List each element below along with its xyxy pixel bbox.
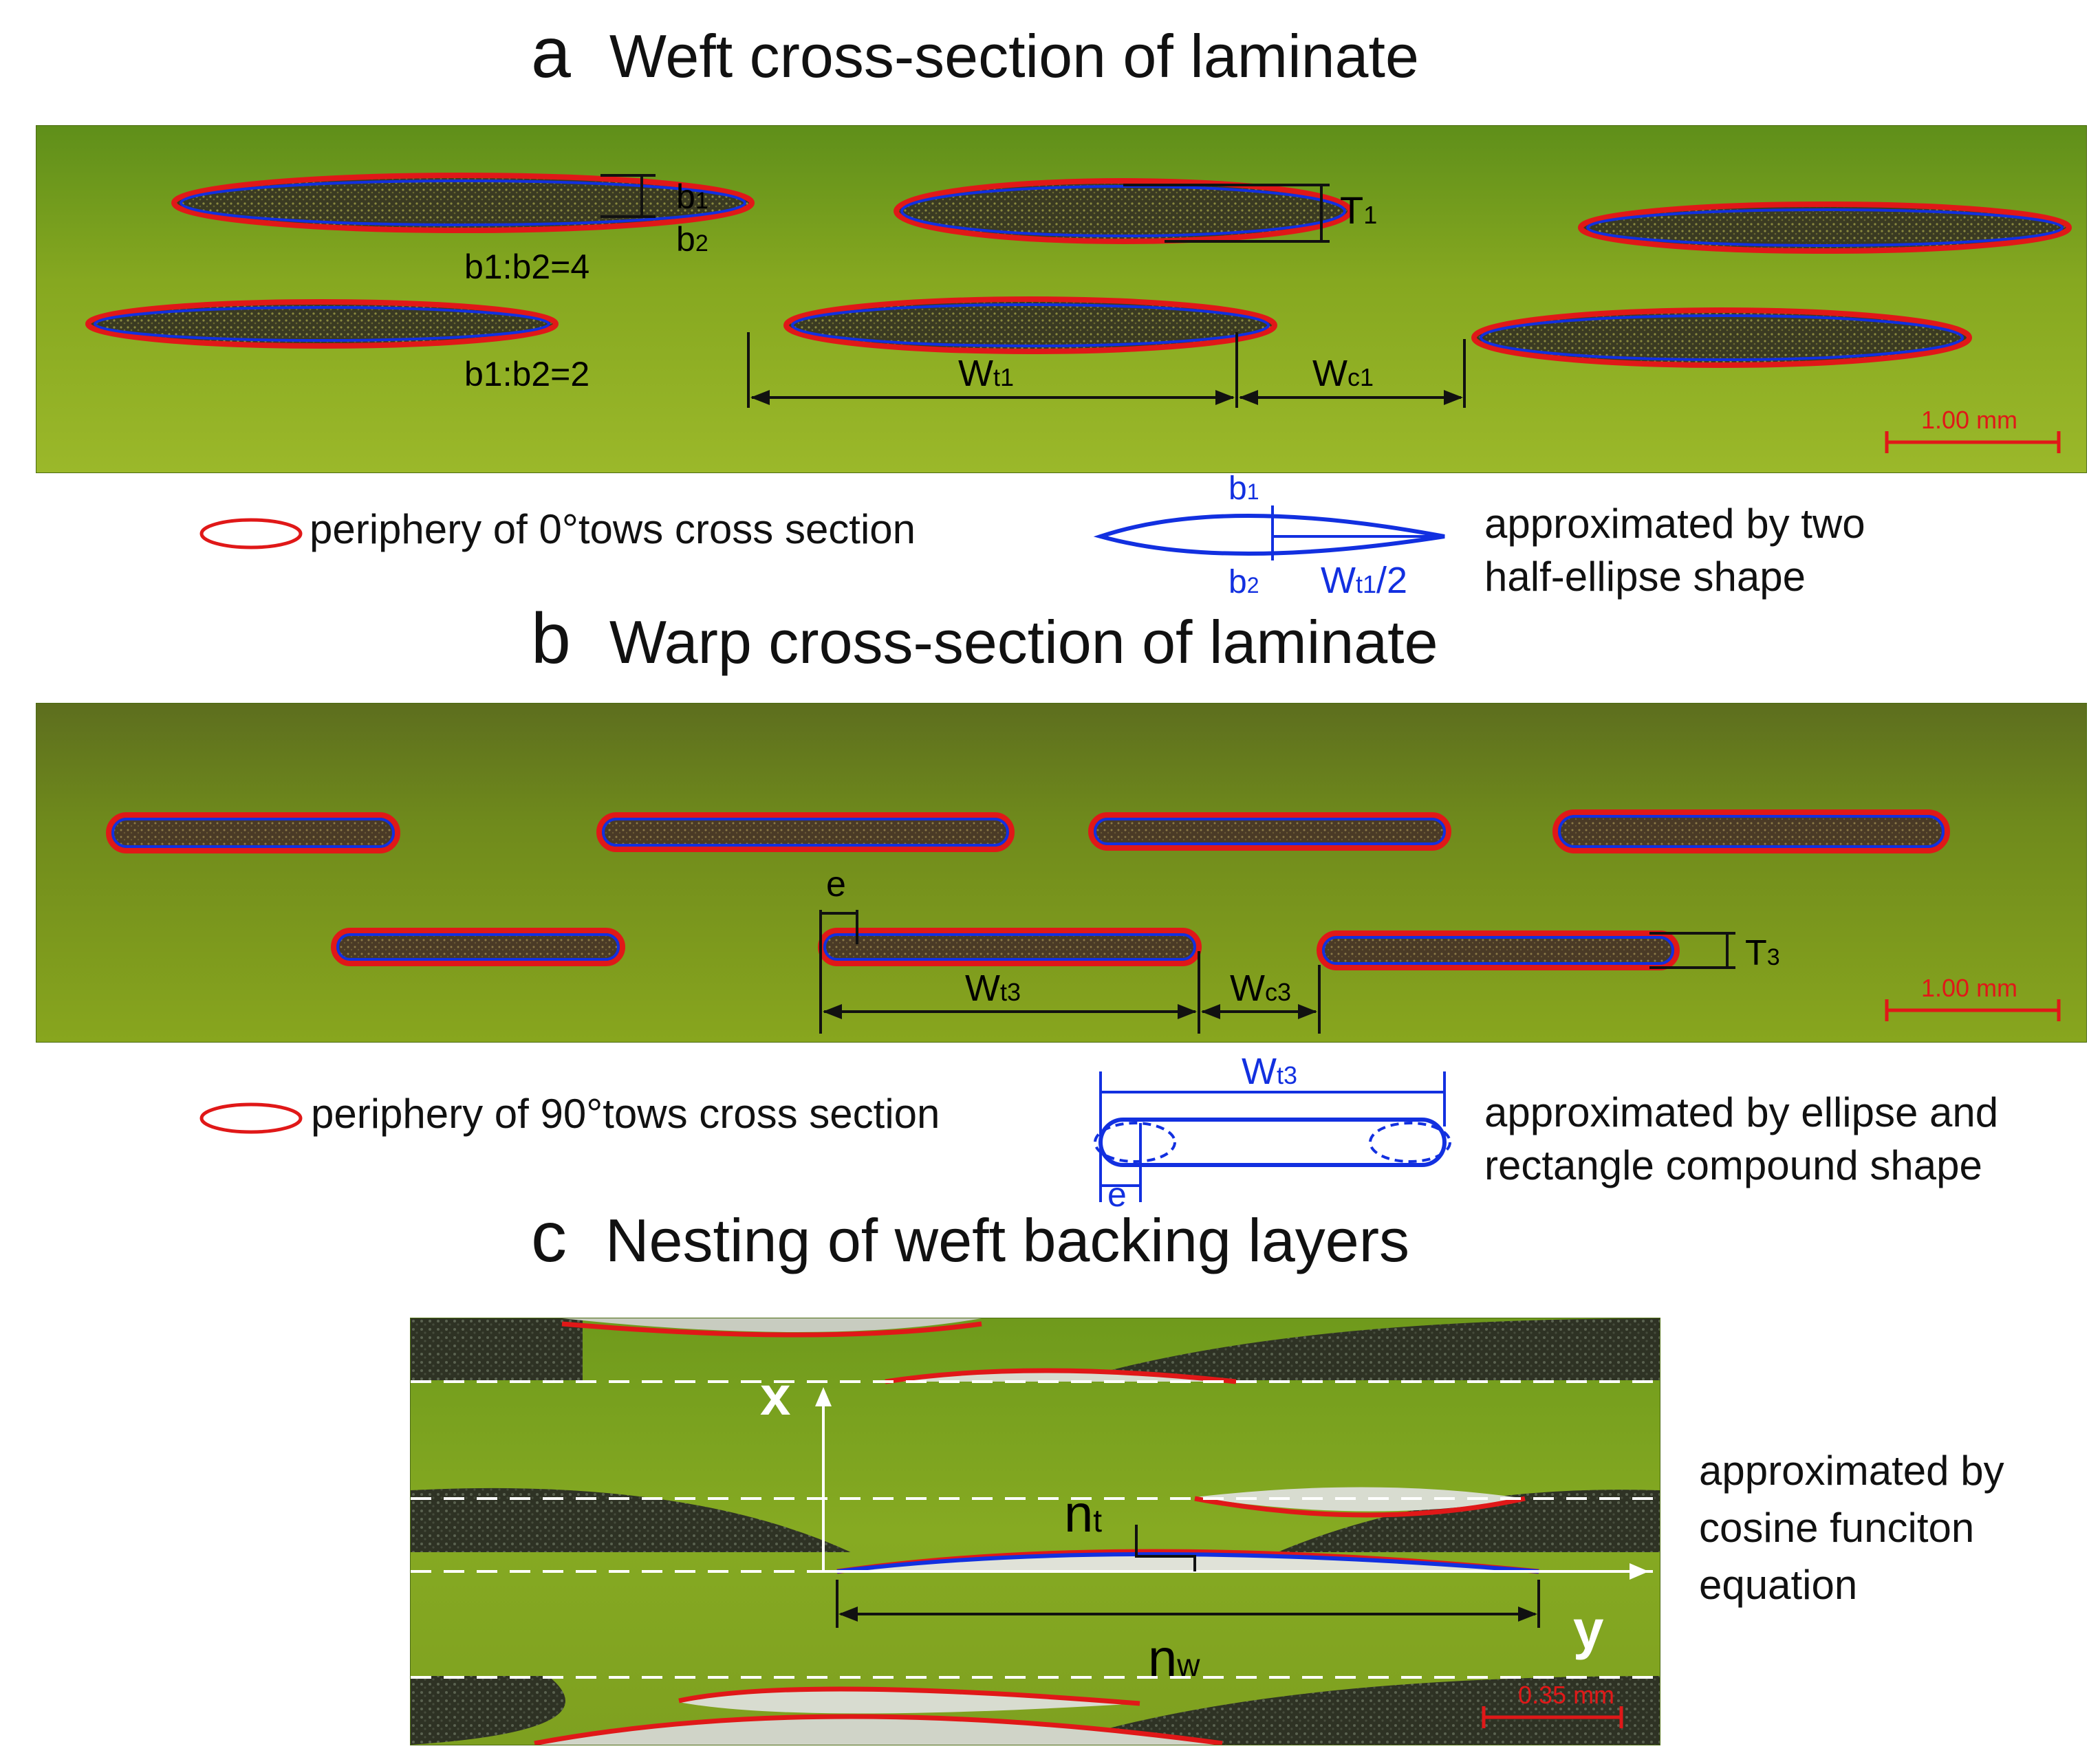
panel-c-micrograph: x y nt nw 0.35 mm: [410, 1318, 1660, 1745]
panel-b-title: Warp cross-section of laminate: [609, 608, 1438, 676]
legend-left-b: periphery of 90°tows cross section: [311, 1091, 940, 1137]
tow-a5: [783, 296, 1277, 354]
ratio-bottom: b1:b2=2: [464, 355, 589, 393]
axis-x-label: x: [760, 1365, 791, 1426]
label-Wc1: Wc1: [1312, 353, 1374, 394]
label-T3: T3: [1745, 933, 1780, 973]
panel-a-letter: a: [531, 13, 571, 93]
scale-bar-c: 0.35 mm: [1482, 1681, 1623, 1728]
tow-a3: [1578, 202, 2072, 254]
ratio-top: b1:b2=4: [464, 248, 589, 286]
label-e: e: [826, 864, 846, 904]
panel-a-micrograph: b1 b2 T1 b1:b2=4 b1:b2=2 Wt1 Wc1 1.00 mm: [36, 125, 2087, 473]
schem-e: e: [1107, 1175, 1127, 1209]
tow-a6: [1471, 307, 1972, 368]
label-Wc3: Wc3: [1230, 968, 1291, 1009]
tow-a4: [85, 299, 559, 349]
tow-a1: [171, 173, 755, 233]
legend-red-ellipse-b: [199, 1102, 303, 1134]
schematic-half-ellipse: b1 b2 Wt1/2: [1093, 470, 1445, 601]
schematic-compound-shape: Wt3 e: [1094, 1051, 1451, 1209]
scale-bar-a: 1.00 mm: [1885, 406, 2061, 453]
label-b2: b2: [676, 220, 708, 259]
warp-tows-bottom-row: [331, 928, 1680, 970]
schem-wt1-half: Wt1/2: [1321, 560, 1407, 601]
panel-b-letter: b: [531, 599, 571, 679]
panel-c-letter: c: [531, 1197, 567, 1277]
panel-c-heading: c Nesting of weft backing layers: [531, 1197, 1409, 1278]
warp-tows-top-row: [106, 809, 1950, 853]
label-nt: nt: [1064, 1485, 1102, 1543]
panel-c-title: Nesting of weft backing layers: [605, 1206, 1410, 1274]
weft-tows-bottom-row: [85, 296, 1972, 368]
panel-b-heading: b Warp cross-section of laminate: [531, 598, 1438, 680]
axis-y-label: y: [1573, 1599, 1604, 1660]
legend-right-c: approximated by cosine funciton equation: [1699, 1443, 2004, 1613]
panel-a-heading: a Weft cross-section of laminate: [531, 12, 1419, 94]
legend-right-b-line2: rectangle compound shape: [1484, 1142, 1982, 1188]
panel-b-background: [36, 704, 2086, 1042]
scale-label-b: 1.00 mm: [1921, 974, 2017, 1002]
tow-a2: [894, 178, 1353, 244]
legend-right-b-line1: approximated by ellipse and: [1484, 1089, 1999, 1135]
legend-right-a-line2: half-ellipse shape: [1484, 553, 1806, 600]
legend-left-a: periphery of 0°tows cross section: [310, 506, 916, 552]
cosine-fit-curve: [836, 1552, 1539, 1574]
scale-label-a: 1.00 mm: [1921, 406, 2017, 434]
legend-red-ellipse-a: [199, 518, 303, 549]
panel-a-title: Weft cross-section of laminate: [609, 22, 1419, 90]
legend-right-c-line1: approximated by: [1699, 1448, 2004, 1494]
schem-b2: b2: [1228, 564, 1259, 600]
legend-right-b: approximated by ellipse and rectangle co…: [1484, 1087, 1998, 1193]
scale-bar-b: 1.00 mm: [1885, 974, 2061, 1021]
schem-b1: b1: [1228, 470, 1259, 507]
coordinate-axes: [822, 1394, 1642, 1573]
label-T1: T1: [1340, 188, 1377, 232]
label-nw: nw: [1148, 1629, 1200, 1688]
legend-right-c-line2: cosine funciton: [1699, 1504, 1975, 1551]
legend-right-c-line3: equation: [1699, 1561, 1858, 1608]
label-Wt3: Wt3: [965, 968, 1021, 1009]
legend-right-a-line1: approximated by two: [1484, 501, 1865, 547]
legend-right-a: approximated by two half-ellipse shape: [1484, 498, 1865, 604]
scale-label-c: 0.35 mm: [1518, 1681, 1614, 1709]
label-Wt1: Wt1: [958, 353, 1014, 394]
panel-b-micrograph: e T3 Wt3 Wc3 1.00 mm: [36, 703, 2087, 1043]
schem-wt3: Wt3: [1242, 1051, 1297, 1092]
label-b1: b1: [676, 177, 708, 216]
